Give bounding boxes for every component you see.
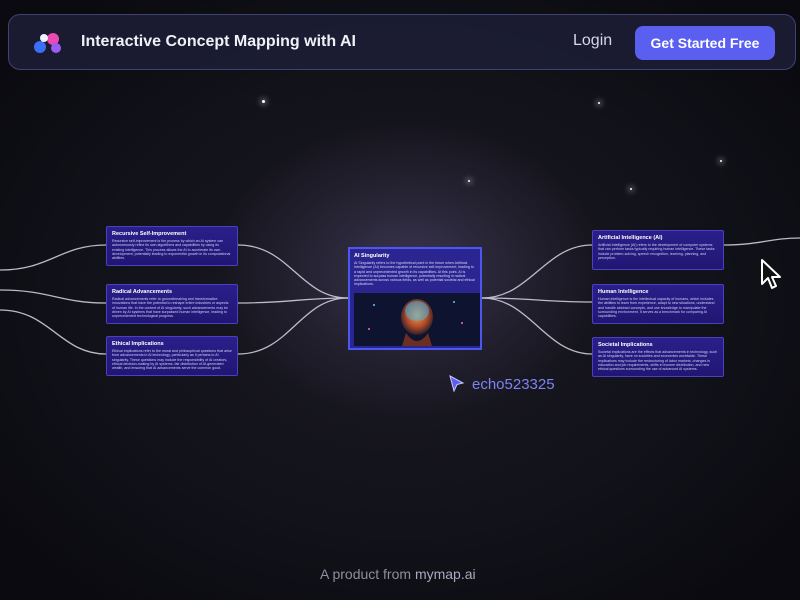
node-title: Recursive Self-Improvement <box>112 231 187 237</box>
star <box>468 180 470 182</box>
mymap-link[interactable]: mymap.ai <box>414 566 476 582</box>
star <box>720 160 722 162</box>
node-description: Artificial Intelligence (AI) refers to t… <box>598 243 715 260</box>
concept-node-ethical-implications[interactable]: Ethical Implications Ethical implication… <box>106 336 238 376</box>
node-description: Societal implications are the effects th… <box>598 350 718 372</box>
concept-node-ai-singularity[interactable]: AI Singularity AI Singularity refers to … <box>348 247 482 350</box>
node-title: Ethical Implications <box>112 341 164 347</box>
concept-node-human-intelligence[interactable]: Human Intelligence Human intelligence is… <box>592 284 724 324</box>
node-description: Radical advancements refer to groundbrea… <box>112 297 229 319</box>
ai-head-illustration-icon <box>354 293 480 346</box>
top-navigation-bar: Interactive Concept Mapping with AI Logi… <box>8 14 796 70</box>
node-title: Societal Implications <box>598 342 653 348</box>
get-started-free-button[interactable]: Get Started Free <box>635 26 775 60</box>
star <box>262 100 265 103</box>
login-button[interactable]: Login <box>569 32 616 50</box>
concept-node-artificial-intelligence[interactable]: Artificial Intelligence (AI) Artificial … <box>592 230 724 270</box>
node-description: AI Singularity refers to the hypothetica… <box>354 261 475 287</box>
star <box>630 188 632 190</box>
concept-node-radical-advancements[interactable]: Radical Advancements Radical advancement… <box>106 284 238 324</box>
star <box>598 102 600 104</box>
mouse-pointer-icon <box>761 259 781 289</box>
node-title: AI Singularity <box>354 253 390 259</box>
concept-node-societal-implications[interactable]: Societal Implications Societal implicati… <box>592 337 724 377</box>
mymap-logo-icon <box>34 33 61 53</box>
collaborator-cursor-icon <box>449 375 465 393</box>
node-description: Human intelligence is the intellectual c… <box>598 297 715 319</box>
node-title: Radical Advancements <box>112 289 173 295</box>
node-title: Artificial Intelligence (AI) <box>598 235 663 241</box>
footer-credit: A product from mymap.ai <box>320 566 476 582</box>
collaborator-username: echo523325 <box>472 376 555 393</box>
brand-title: Interactive Concept Mapping with AI <box>81 33 356 50</box>
node-description: Ethical implications refer to the moral … <box>112 349 232 371</box>
footer-prefix: A product from <box>320 566 415 582</box>
node-title: Human Intelligence <box>598 289 649 295</box>
node-description: Recursive self-improvement is the proces… <box>112 239 231 261</box>
concept-node-recursive-self-improvement[interactable]: Recursive Self-Improvement Recursive sel… <box>106 226 238 266</box>
